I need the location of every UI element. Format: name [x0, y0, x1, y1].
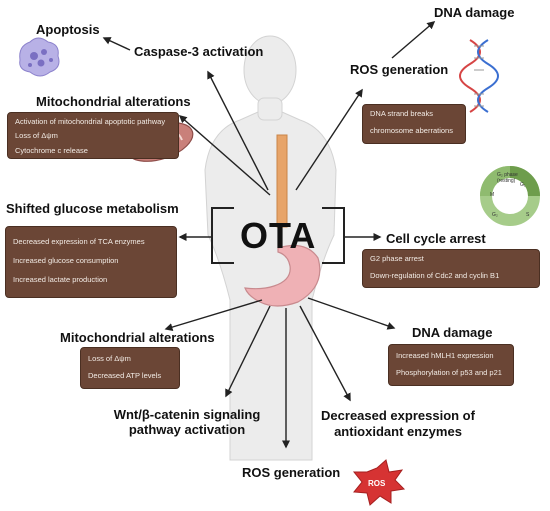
box-glucose-item: Increased glucose consumption	[13, 256, 119, 265]
box-mito-top: Activation of mitochondrial apoptotic pa…	[7, 112, 179, 159]
box-mito-bottom: Loss of Δψm Decreased ATP levels	[80, 347, 180, 389]
label-cell-cycle-arrest: Cell cycle arrest	[386, 231, 486, 246]
box-mito-top-item: Loss of Δψm	[15, 131, 58, 140]
arrow-to-dna-bottom	[307, 297, 396, 330]
label-antioxidant-line1: Decreased expression of	[321, 408, 475, 423]
cell-cycle-seg-g2: G₂	[492, 212, 498, 218]
label-wnt-line1: Wnt/β-catenin signaling	[113, 407, 261, 422]
label-ros-generation-top: ROS generation	[350, 62, 449, 77]
label-wnt-line2: pathway activation	[128, 422, 246, 437]
box-dna-top-item: chromosome aberrations	[370, 126, 453, 135]
box-dna-bottom: Increased hMLH1 expression Phosphorylati…	[388, 344, 514, 386]
cell-cycle-seg-g1: G₁	[520, 182, 526, 188]
esophagus-shape	[276, 134, 288, 228]
ros-burst-icon	[352, 459, 406, 506]
label-antioxidant-line2: antioxidant enzymes	[334, 424, 462, 439]
label-apoptosis: Apoptosis	[36, 22, 100, 37]
box-cell-cycle-item: G2 phase arrest	[370, 254, 424, 263]
box-dna-top: DNA strand breaks chromosome aberrations	[362, 104, 466, 144]
arrow-caspase-to-apoptosis	[102, 37, 131, 51]
arrow-to-antioxidant	[299, 305, 351, 402]
arrow-ros-to-dna	[391, 21, 436, 59]
box-glucose-item: Decreased expression of TCA enzymes	[13, 237, 145, 246]
box-mito-top-item: Activation of mitochondrial apoptotic pa…	[15, 117, 166, 126]
box-glucose: Decreased expression of TCA enzymes Incr…	[5, 226, 177, 298]
central-ota-label: OTA	[240, 215, 317, 256]
box-dna-top-item: DNA strand breaks	[370, 109, 433, 118]
stomach-shape	[244, 245, 321, 307]
box-glucose-item: Increased lactate production	[13, 275, 108, 284]
box-dna-bottom-item: Phosphorylation of p53 and p21	[396, 368, 502, 377]
label-mito-alterations-bottom: Mitochondrial alterations	[60, 330, 215, 345]
label-dna-damage-bottom: DNA damage	[412, 325, 493, 340]
cell-cycle-seg-s: S	[526, 212, 530, 218]
dna-helix-icon	[459, 39, 499, 113]
ros-badge-text: ROS	[368, 479, 386, 488]
label-mito-alterations-top: Mitochondrial alterations	[36, 94, 191, 109]
right-bracket	[322, 207, 345, 264]
cell-cycle-ring-icon	[480, 166, 540, 226]
cell-cycle-phase-sub: (resting)	[497, 178, 516, 184]
label-glucose-metabolism: Shifted glucose metabolism	[6, 201, 179, 216]
box-dna-bottom-item: Increased hMLH1 expression	[396, 351, 494, 360]
arrow-to-mito-bottom	[164, 299, 263, 331]
box-mito-bottom-item: Decreased ATP levels	[88, 371, 162, 380]
arrow-to-caspase	[207, 70, 269, 191]
arrow-to-mito-top	[178, 115, 271, 196]
apoptosis-cell-icon	[19, 37, 60, 77]
label-ros-generation-bottom: ROS generation	[242, 465, 341, 480]
arrow-to-ros-top	[295, 88, 363, 191]
left-bracket	[211, 207, 234, 264]
box-mito-top-item: Cytochrome c release	[15, 146, 88, 155]
box-cell-cycle: G2 phase arrest Down-regulation of Cdc2 …	[362, 249, 540, 288]
box-mito-bottom-item: Loss of Δψm	[88, 354, 131, 363]
cell-cycle-seg-m: M	[490, 192, 495, 198]
box-cell-cycle-item: Down-regulation of Cdc2 and cyclin B1	[370, 271, 500, 280]
arrow-to-wnt	[225, 305, 271, 398]
cell-cycle-phase-label: G₂ phase	[497, 172, 518, 178]
label-dna-damage-top: DNA damage	[434, 5, 515, 20]
label-caspase-activation: Caspase-3 activation	[134, 44, 264, 59]
